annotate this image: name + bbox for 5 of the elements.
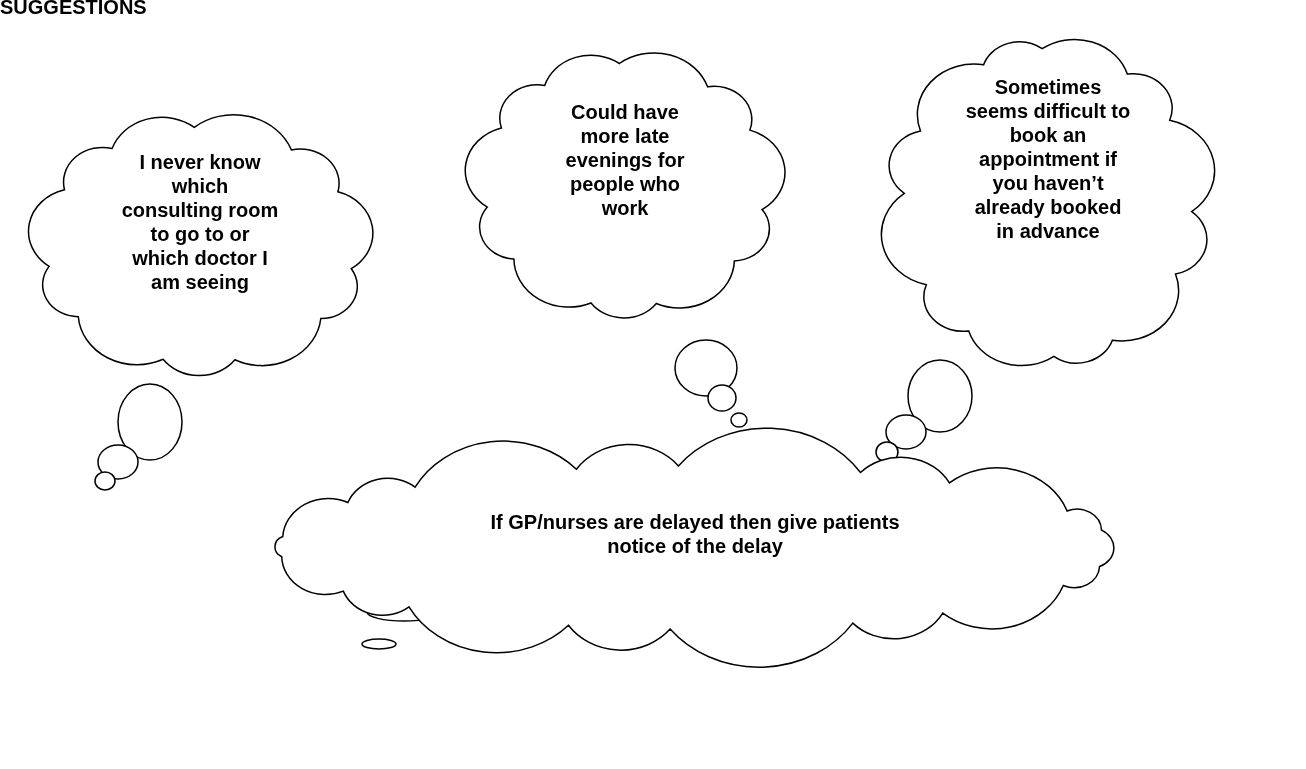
page-title: SUGGESTIONS [0,0,147,19]
cloud-text: Sometimes seems difficult to book an appointment if you haven’t already booked in advance [964,75,1132,243]
cloud-text: Could have more late evenings for people who work [564,100,686,220]
cloud-text: If GP/nurses are delayed then give patients notice of the delay [489,510,901,558]
cloud-text: I never know which consulting room to go to or which doctor I am seeing [120,150,280,294]
